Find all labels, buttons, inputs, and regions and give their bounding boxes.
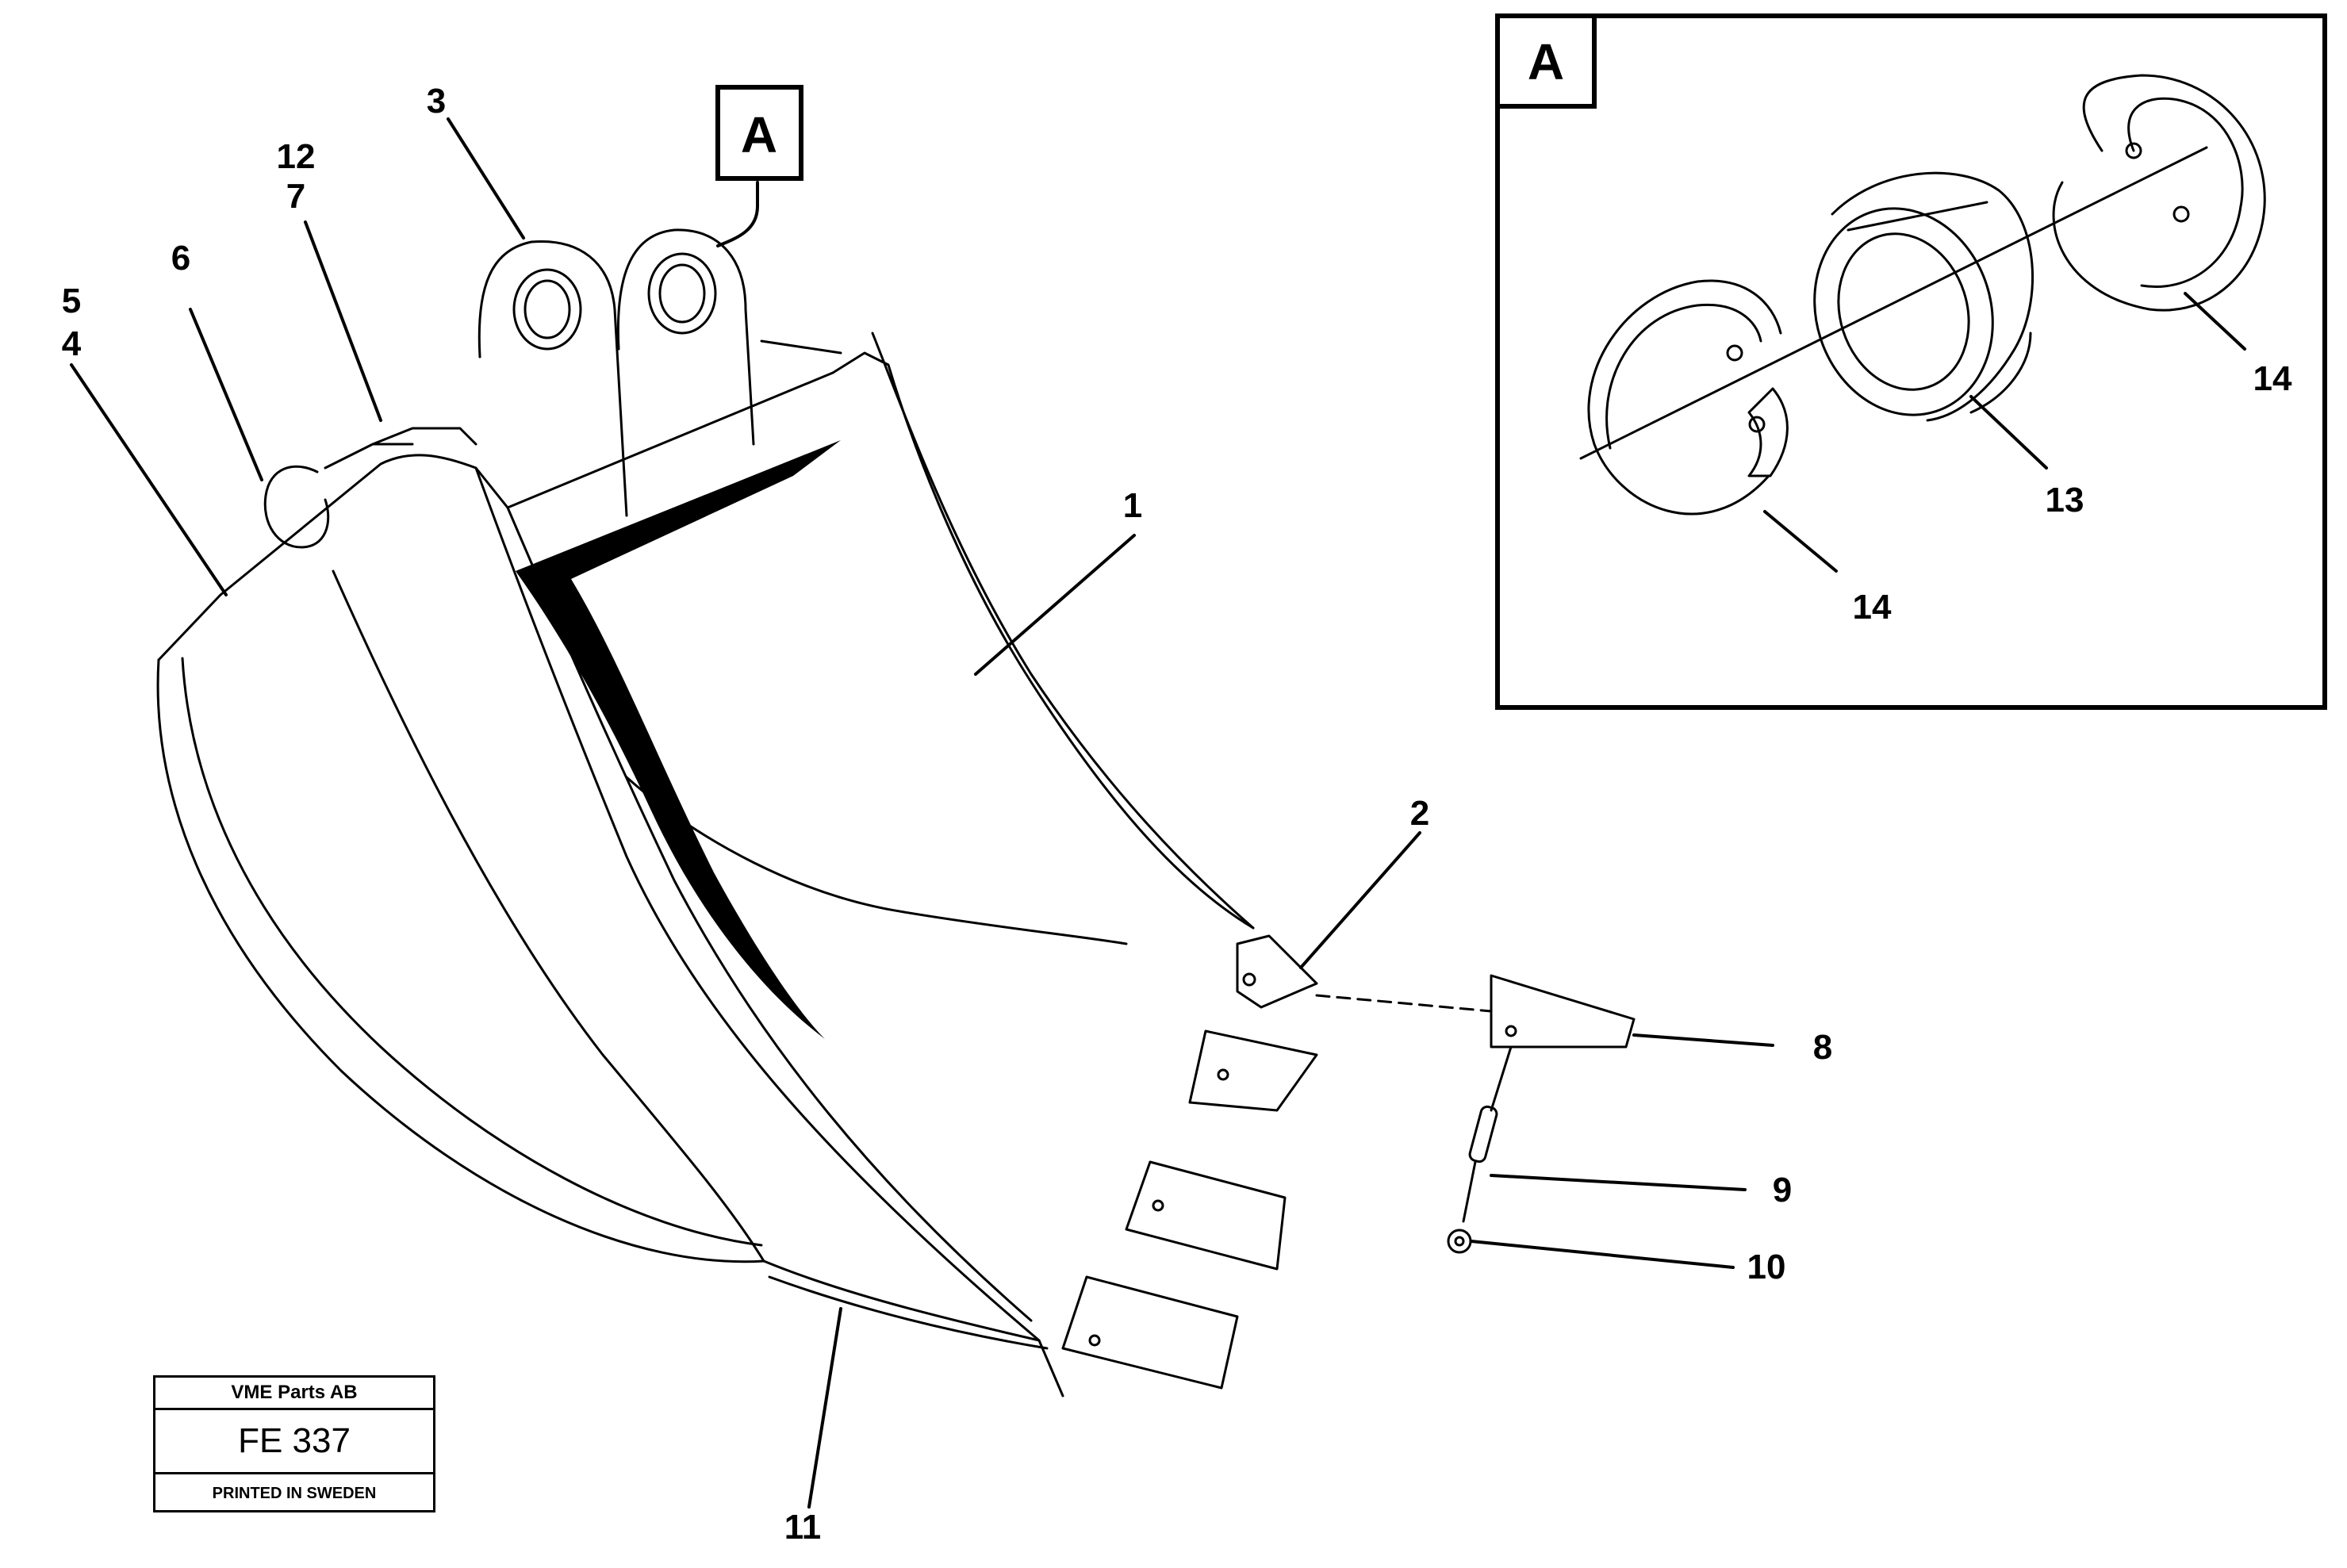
callout-9: 9 — [1773, 1171, 1792, 1210]
detail-a-frame: A — [1495, 13, 2327, 710]
detail-a-parts — [1579, 74, 2266, 573]
callout-14-left: 14 — [1853, 588, 1892, 627]
callout-7: 7 — [286, 177, 305, 216]
callout-12: 12 — [277, 137, 316, 176]
detail-reference-box — [715, 85, 803, 181]
callout-1: 1 — [1123, 486, 1142, 525]
detail-a-tag: A — [1528, 33, 1564, 90]
callout-3: 3 — [427, 82, 446, 121]
callout-2: 2 — [1410, 794, 1429, 833]
bucket-ears — [477, 228, 842, 517]
callout-11: 11 — [784, 1508, 822, 1547]
assembly-axis-line — [1579, 146, 2208, 460]
bucket-inner-edge — [474, 466, 1041, 1342]
printed-note: PRINTED IN SWEDEN — [212, 1485, 377, 1502]
bushing — [1813, 171, 2034, 422]
callout-6: 6 — [171, 239, 190, 278]
title-block: VME Parts AB FE 337 PRINTED IN SWEDEN — [153, 1375, 435, 1512]
exploded-tooth — [1315, 974, 1636, 1049]
callout-5: 5 — [62, 282, 81, 320]
callout-8: 8 — [1813, 1028, 1832, 1067]
callout-labels: 3 12 7 6 5 4 1 2 8 9 10 11 13 14 14 — [62, 82, 2292, 1547]
callout-10: 10 — [1747, 1248, 1786, 1286]
callout-4: 4 — [62, 324, 82, 363]
retainer-pin — [1447, 1045, 1513, 1254]
circlip-right — [2052, 74, 2266, 312]
bucket-inner-shadow — [516, 440, 841, 1039]
bucket-assembly: A — [70, 85, 1774, 1509]
drawing-code: FE 337 — [155, 1410, 433, 1474]
bucket-top-edge — [157, 351, 1255, 930]
detail-reference-tag: A — [741, 106, 777, 163]
circlip-left — [1587, 279, 1789, 516]
bucket-teeth — [1061, 934, 1318, 1390]
callout-14-right: 14 — [2253, 359, 2292, 398]
company-name: VME Parts AB — [155, 1378, 433, 1410]
bucket-side-outline — [156, 658, 765, 1263]
callout-13: 13 — [2046, 481, 2084, 519]
